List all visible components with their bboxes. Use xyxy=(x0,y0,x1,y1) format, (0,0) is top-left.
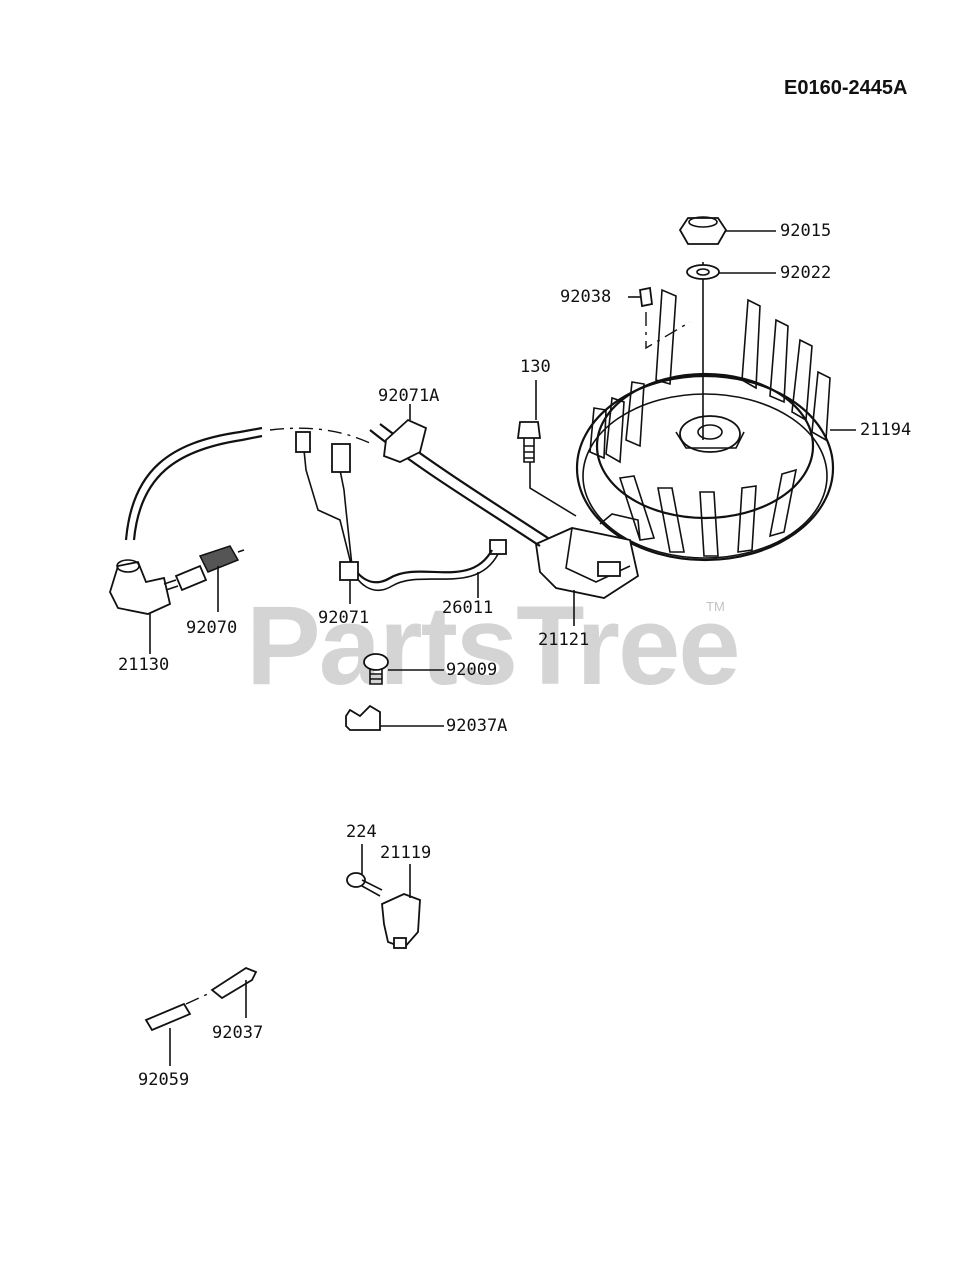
diagram-code: E0160-2445A xyxy=(784,77,908,99)
callout-92009: 92009 xyxy=(446,660,498,680)
spark-plug-drawing xyxy=(163,545,245,592)
tube-drawing xyxy=(124,426,263,541)
callout-92038: 92038 xyxy=(560,287,612,307)
harness-branch-1 xyxy=(303,449,351,561)
callout-21194: 21194 xyxy=(860,420,912,440)
ignition-coil-drawing xyxy=(535,513,641,599)
harness-wire xyxy=(348,549,493,584)
callout-92037a: 92037A xyxy=(446,716,508,736)
callout-92015: 92015 xyxy=(780,221,832,241)
flywheel-drawing xyxy=(575,288,835,562)
spring-92037-drawing xyxy=(210,966,258,1000)
harness-branch-2 xyxy=(339,469,353,567)
callout-92022: 92022 xyxy=(780,263,832,283)
connector-b xyxy=(331,443,351,473)
callout-92071a: 92071A xyxy=(378,386,440,406)
callout-21121: 21121 xyxy=(538,630,590,650)
callout-21119: 21119 xyxy=(380,843,432,863)
bracket-92037a-drawing xyxy=(345,704,381,731)
callout-130: 130 xyxy=(520,357,551,377)
switch-drawing xyxy=(346,872,421,950)
callout-21130: 21130 xyxy=(118,655,170,675)
harness-wire-2 xyxy=(351,553,499,592)
tube-drawing-2 xyxy=(132,434,263,541)
washer-drawing xyxy=(686,264,720,280)
pin-guide-line xyxy=(185,991,213,1005)
bolt-130-drawing xyxy=(516,421,577,517)
tube-guide-line xyxy=(269,427,373,445)
callout-92070: 92070 xyxy=(186,618,238,638)
washer-hole xyxy=(696,268,710,276)
key-guide-line xyxy=(645,312,691,350)
callout-26011: 26011 xyxy=(442,598,494,618)
callout-92037: 92037 xyxy=(212,1023,264,1043)
pin-92059-drawing xyxy=(144,1002,192,1032)
screw-92009-drawing xyxy=(363,653,389,685)
plug-cap-drawing xyxy=(109,559,172,615)
callout-92071: 92071 xyxy=(318,608,370,628)
coil-connector xyxy=(489,539,507,555)
watermark-trademark: TM xyxy=(706,599,725,614)
callout-224: 224 xyxy=(346,822,377,842)
grommet-drawing xyxy=(383,418,428,463)
key-drawing xyxy=(639,286,653,308)
connector-a xyxy=(295,431,311,453)
clamp-drawing xyxy=(339,561,359,581)
leader-lines xyxy=(149,230,856,1066)
nut-drawing xyxy=(678,216,728,245)
callout-92059: 92059 xyxy=(138,1070,190,1090)
watermark: PartsTree xyxy=(246,583,741,708)
